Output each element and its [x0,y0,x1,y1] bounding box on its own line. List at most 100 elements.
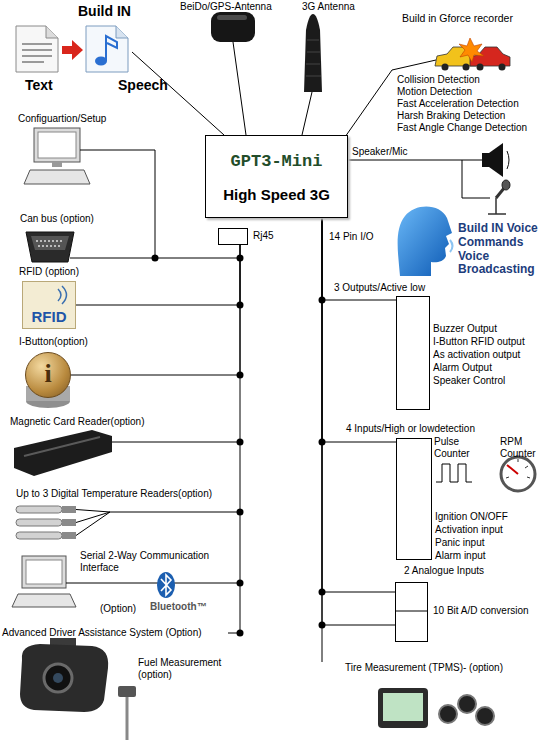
voice-feature-label: Build IN Voice Commands Voice Broadcasti… [458,222,542,277]
junction-dot [152,255,159,262]
peripheral-label: Fuel Measurement (option) [138,657,238,680]
canbus-connector [26,232,74,262]
box-divider [395,611,428,612]
wheel [499,64,506,71]
speaker-symbol [489,143,503,177]
input-box: 4 Inputs/High or lowdetectionIgnition ON… [396,438,432,560]
dashcam-lens [53,673,63,683]
peripheral-label: RFID (option) [19,266,79,278]
junction-dot [237,372,244,379]
computer-screen [26,560,62,584]
document-sheet [86,26,128,72]
connector-wire [71,245,240,375]
device-name: GPT3-Mini [206,152,347,172]
computer-keyboard [12,594,76,607]
computer-monitor [34,128,80,162]
gps-antenna [211,12,255,42]
document-fold [46,26,58,38]
icon-caption: Speech [118,77,168,93]
bus-wire [66,583,240,584]
output-item: Buzzer Output [433,323,497,335]
peripheral-label: Up to 3 Digital Temperature Readers(opti… [16,488,212,500]
junction-dot [237,302,244,309]
io-heading: 4 Inputs/High or lowdetection [346,423,475,435]
rfid-logo-text: RFID [23,308,75,325]
peripheral-label: Serial 2-Way Communication Interface [80,550,220,573]
dashcam-icon [20,644,108,712]
antenna-label: 3G Antenna [302,1,355,13]
probe-cap [62,519,76,526]
counter-label: RPM Counter [500,436,546,459]
antenna-highlight [217,15,247,20]
peripheral-label: Advanced Driver Assistance System (Optio… [2,627,202,639]
antenna-label: BeiDo/GPS-Antenna [180,1,272,13]
connector-wire [322,218,395,592]
bus-wire [112,442,240,443]
feature-item: Harsh Braking Detection [397,110,505,122]
junction-dot [319,297,326,304]
rpm-gauge [501,457,535,491]
option-note: (Option) [100,603,136,615]
bus-wire [70,258,240,259]
bluetooth-rune [161,575,171,595]
connector-wire [322,218,396,442]
bus-wire [228,633,240,634]
peripheral-label: Magnetic Card Reader(option) [10,416,145,428]
document-fold [116,26,128,38]
fuel-sensor-rod [126,697,129,740]
speaker-symbol [482,153,489,167]
junction-dot [237,255,244,262]
computer-stand [52,162,62,167]
tpms-screen [383,693,423,721]
input-item: Alarm input [435,550,486,562]
temperature-probe [16,519,62,526]
section-title: Build in Gforce recorder [402,12,513,24]
music-note-stem [106,36,117,61]
output-item: Speaker Control [433,375,505,387]
voice-wave [450,240,453,252]
peripheral-label: Configuartion/Setup [18,113,106,125]
microphone-stand [488,198,506,214]
crash-burst [459,38,484,62]
junction-dot [237,509,244,516]
wheel [463,64,470,71]
port-label: Rj45 [253,230,274,242]
output-box: 3 Outputs/Active lowBuzzer OutputI-Butto… [396,296,430,410]
io-heading: 3 Outputs/Active low [334,282,425,294]
connector-wire [322,218,395,625]
feature-item: Motion Detection [397,86,472,98]
device-subtitle: High Speed 3G [206,186,347,203]
peripheral-label: Tire Measurement (TPMS)- (option) [345,662,503,674]
3g-antenna [304,14,322,92]
junction-dot [319,622,326,629]
junction-dot [237,580,244,587]
tpms-sensor [458,695,476,713]
bus-wire [76,510,240,536]
bluetooth-wordmark: Bluetooth™ [150,601,207,613]
output-item: I-Button RFID output [433,336,525,348]
speaker-wire [348,160,490,198]
icon-caption: Text [25,77,53,93]
input-item: Panic input [435,537,484,549]
rfid-card: RFID (option)RFID [22,281,76,329]
convert-arrow [62,40,83,60]
controller-box: GPT3-MiniHigh Speed 3G [205,135,348,218]
input-item: Activation input [435,524,503,536]
ibutton-logo-text: i [26,359,70,389]
antenna-ridges [306,40,321,76]
output-item: Alarm Output [433,362,492,374]
feature-item: Collision Detection [397,74,480,86]
dashcam-lens [44,664,72,692]
feature-item: Fast Acceleration Detection [397,98,519,110]
computer-keyboard [24,170,90,184]
bluetooth-logo [157,572,175,598]
connector-face [31,236,69,250]
junction-dot [319,589,326,596]
computer-screen [38,132,76,158]
probe-cap [62,506,76,513]
document-sheet [16,26,58,72]
junction-dot [237,439,244,446]
microphone-head [502,180,510,190]
